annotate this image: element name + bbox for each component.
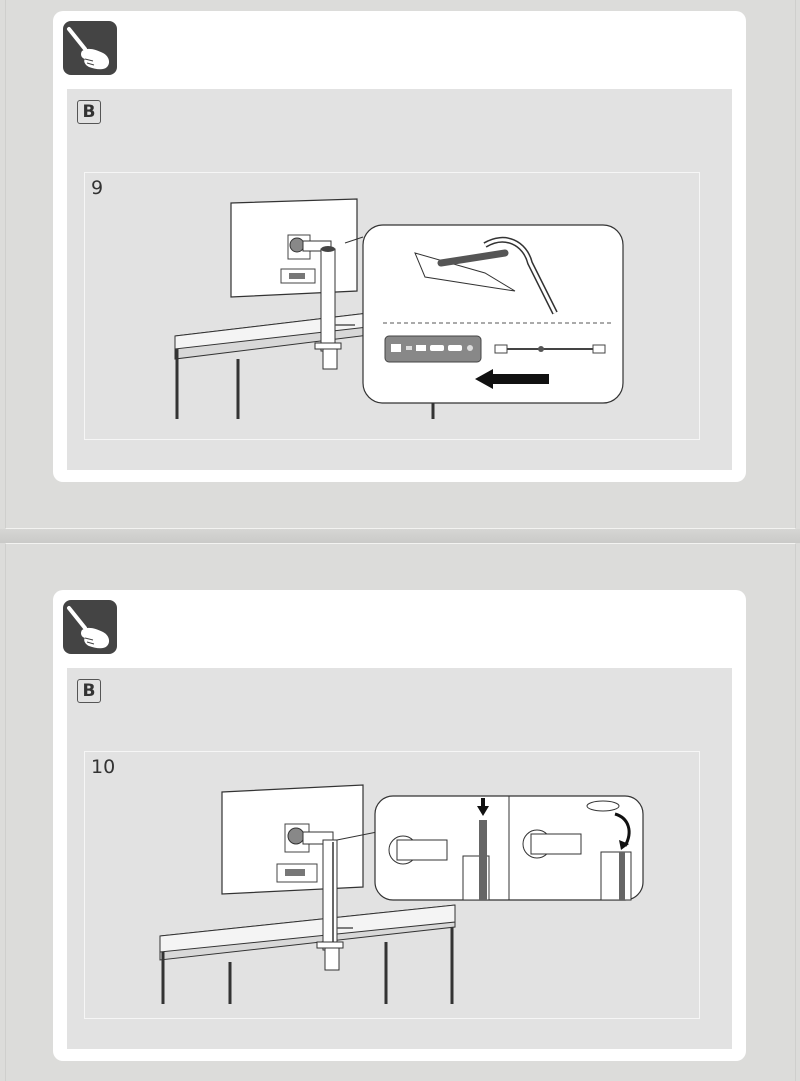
instruction-card-step-9: B 9 xyxy=(53,11,746,482)
screwdriver-hand-icon xyxy=(63,21,117,75)
screwdriver-hand-icon xyxy=(63,600,117,654)
monitor-arm-cable-illustration xyxy=(174,198,624,419)
step-figure: 10 xyxy=(84,751,700,1019)
section-badge: B xyxy=(77,100,101,124)
section-badge: B xyxy=(77,679,101,703)
figure-area: B 10 xyxy=(67,668,732,1049)
step-number: 9 xyxy=(91,177,104,199)
monitor-arm-cap-illustration xyxy=(159,784,644,1004)
step-figure: 9 xyxy=(84,172,700,440)
step-number: 10 xyxy=(91,756,116,778)
figure-area: B 9 xyxy=(67,89,732,470)
page-separator xyxy=(0,529,800,543)
instruction-card-step-10: B 10 xyxy=(53,590,746,1061)
